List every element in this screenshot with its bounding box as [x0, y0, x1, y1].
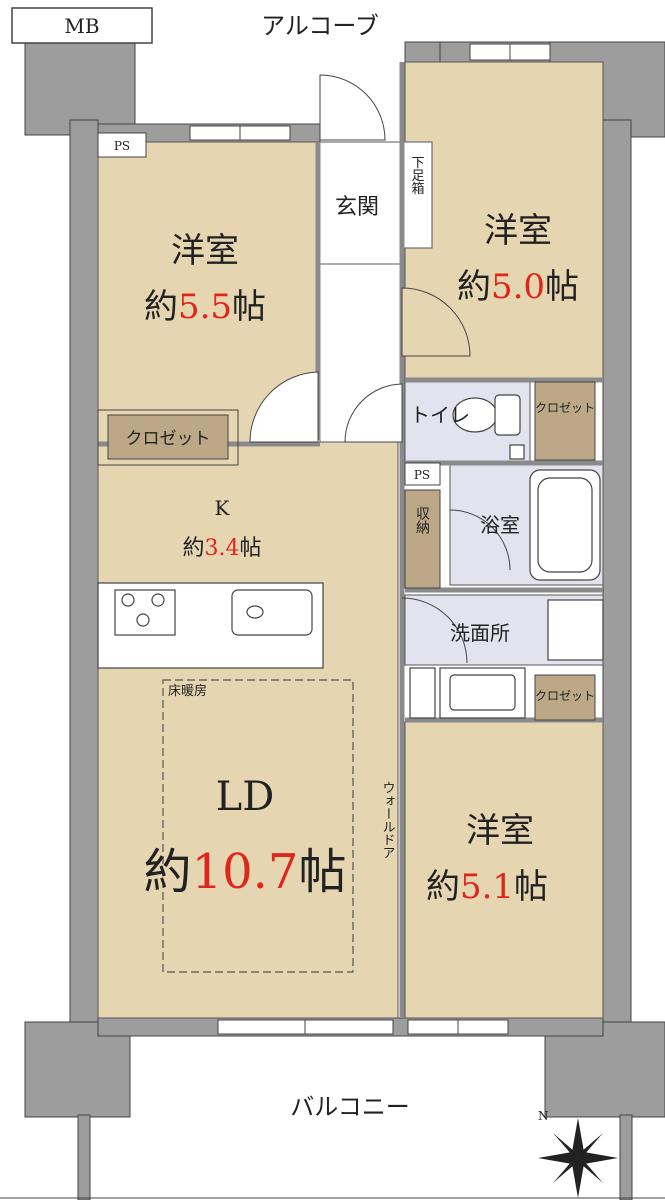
walk-door-label: ウォールドア — [380, 781, 395, 859]
windows — [189, 43, 551, 1035]
storage-box — [404, 489, 441, 589]
bathtub — [529, 469, 601, 581]
room-nw-size: 5.5 — [178, 287, 232, 327]
svg-text:約5.5帖: 約5.5帖 — [144, 287, 266, 327]
room-nw-name: 洋室 — [171, 231, 239, 271]
room-ne-size: 5.0 — [491, 267, 545, 307]
room-ne-prefix: 約 — [457, 267, 491, 307]
washroom-label: 洗面所 — [450, 621, 510, 645]
alcove-label: アルコーブ — [261, 12, 379, 40]
toilet-label: トイレ — [410, 403, 470, 427]
svg-text:MB: MB — [64, 14, 99, 38]
closet-nw — [107, 414, 229, 460]
living-unit: 帖 — [298, 844, 346, 900]
room-se-unit: 帖 — [514, 867, 548, 907]
closet-ne-label: クロゼット — [535, 401, 595, 415]
entrance-label: 玄関 — [335, 195, 379, 220]
wash-fixtures — [409, 599, 604, 719]
living-size: 10.7 — [192, 844, 299, 900]
shoe-box-label: 下足箱 — [409, 156, 425, 195]
room-nw-prefix: 約 — [144, 287, 178, 327]
compass-label: N — [538, 1109, 549, 1123]
floor-heating-zone — [162, 679, 354, 973]
compass-icon: N — [538, 1109, 618, 1198]
closet-nw-label: クロゼット — [126, 429, 211, 449]
svg-text:PS: PS — [114, 139, 130, 153]
balcony-label: バルコニー — [290, 1093, 410, 1121]
room-se-name: 洋室 — [466, 811, 534, 851]
room-western-se — [404, 721, 604, 1019]
room-ne-unit: 帖 — [545, 267, 579, 307]
doors — [249, 74, 511, 664]
kitchen-size: 3.4 — [205, 536, 240, 561]
living-prefix: 約 — [144, 844, 192, 900]
kitchen-unit: 帖 — [240, 536, 262, 561]
closet-se — [534, 674, 596, 721]
room-nw-unit: 帖 — [232, 287, 266, 327]
storage-label: 収納 — [414, 506, 430, 535]
room-se-size: 5.1 — [460, 867, 514, 907]
closets — [97, 381, 596, 721]
svg-text:約5.1帖: 約5.1帖 — [426, 867, 548, 907]
svg-text:約3.4帖: 約3.4帖 — [182, 536, 261, 561]
svg-text:約10.7帖: 約10.7帖 — [144, 844, 347, 900]
bath-label: 浴室 — [480, 513, 520, 537]
svg-text:PS: PS — [414, 468, 430, 482]
closet-se-label: クロゼット — [535, 689, 595, 703]
toilet-fixture — [452, 394, 525, 460]
mb-box: MB — [11, 7, 153, 44]
svg-text:約5.0帖: 約5.0帖 — [457, 267, 579, 307]
kitchen-name: K — [215, 496, 231, 520]
kitchen-counter — [97, 582, 324, 669]
living-name: LD — [216, 774, 275, 820]
room-se-prefix: 約 — [426, 867, 460, 907]
kitchen-prefix: 約 — [182, 536, 204, 561]
floor-heating-label: 床暖房 — [168, 683, 207, 699]
room-ldk — [97, 441, 399, 1019]
closet-ne — [534, 381, 596, 461]
room-fills — [97, 61, 604, 1019]
room-ne-name: 洋室 — [484, 211, 552, 251]
